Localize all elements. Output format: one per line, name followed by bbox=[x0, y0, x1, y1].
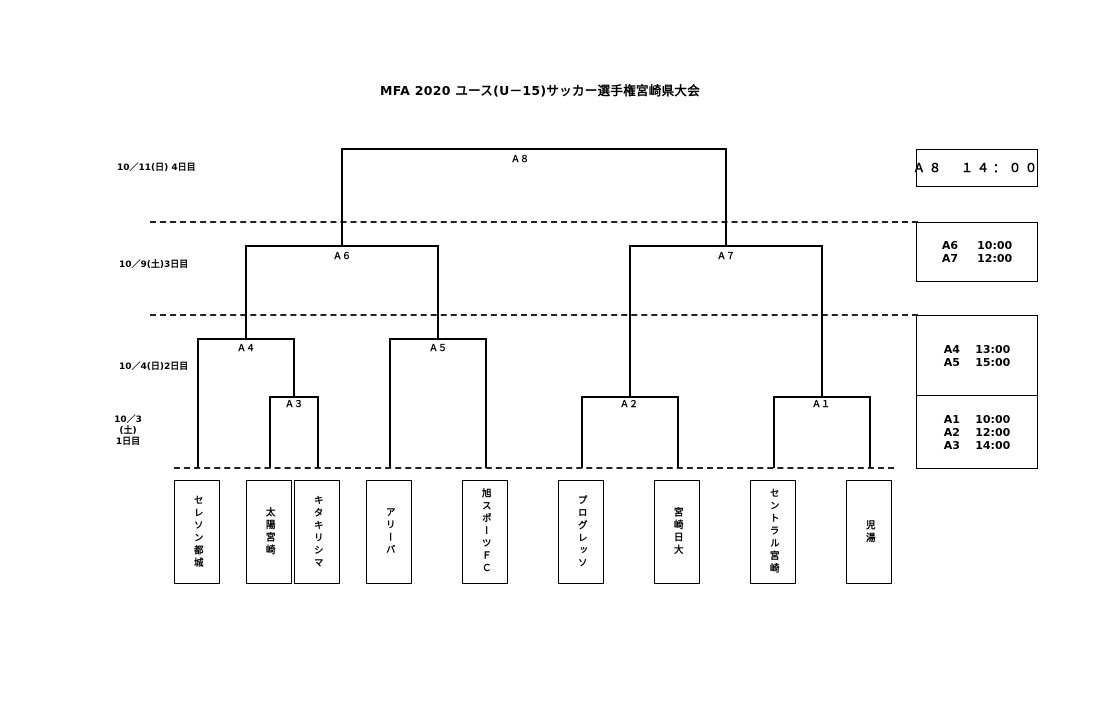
bracket-a7-left bbox=[629, 245, 631, 397]
team-box-3: キタキリシマ bbox=[294, 480, 340, 584]
bracket-a3-top bbox=[270, 396, 318, 398]
date-day1-line2: (土) bbox=[119, 426, 137, 436]
bracket-a8-top bbox=[342, 148, 726, 150]
bracket-a1-top bbox=[774, 396, 870, 398]
schedule-row: Ａ８ １４：００ bbox=[913, 160, 1042, 175]
team-box-4: アリーバ bbox=[366, 480, 412, 584]
schedule-row: A3 14:00 bbox=[943, 438, 1011, 452]
bracket-a1-left bbox=[773, 396, 775, 468]
bracket-a1-right bbox=[869, 396, 871, 468]
match-label-a5: Ａ５ bbox=[428, 344, 448, 354]
team-name: アリーバ bbox=[383, 507, 395, 557]
schedule-box-day3: A6 10:00 A7 12:00 bbox=[916, 222, 1038, 282]
match-label-a4: Ａ４ bbox=[236, 344, 256, 354]
team-name: 旭スポーツＦＣ bbox=[479, 488, 491, 576]
schedule-row: A5 15:00 bbox=[943, 355, 1011, 369]
team-name: セントラル宮崎 bbox=[767, 488, 779, 576]
bracket-a7-right bbox=[821, 245, 823, 397]
match-label-a1: Ａ１ bbox=[811, 400, 831, 410]
schedule-box-day1: A1 10:00 A2 12:00 A3 14:00 bbox=[916, 395, 1038, 469]
date-label-day1: 10／3 (土) 1日目 bbox=[113, 415, 143, 448]
schedule-row: A7 12:00 bbox=[941, 252, 1013, 265]
schedule-row: A4 13:00 bbox=[943, 342, 1011, 356]
date-label-day2: 10／4(日)2日目 bbox=[119, 362, 189, 372]
date-day1-line1: 10／3 bbox=[114, 415, 142, 425]
team-name: セレソン都城 bbox=[191, 494, 203, 570]
match-label-a8: Ａ８ bbox=[510, 155, 530, 165]
bracket-a5-left bbox=[389, 338, 391, 468]
bracket-a4-left bbox=[197, 338, 199, 468]
team-box-2: 太陽宮崎 bbox=[246, 480, 292, 584]
team-box-9: 児湯 bbox=[846, 480, 892, 584]
day-separator-3 bbox=[174, 467, 894, 469]
match-label-a2: Ａ２ bbox=[619, 400, 639, 410]
bracket-a5-top bbox=[390, 338, 486, 340]
bracket-a2-left bbox=[581, 396, 583, 468]
team-box-1: セレソン都城 bbox=[174, 480, 220, 584]
bracket-a6-right bbox=[437, 245, 439, 339]
bracket-a8-left bbox=[341, 148, 343, 246]
bracket-a2-right bbox=[677, 396, 679, 468]
match-label-a6: Ａ６ bbox=[332, 252, 352, 262]
page-title: MFA 2020 ユース(U－15)サッカー選手権宮崎県大会 bbox=[379, 83, 701, 98]
bracket-a5-right bbox=[485, 338, 487, 468]
date-label-day4: 10／11(日) 4日目 bbox=[117, 163, 196, 173]
schedule-row: A2 12:00 bbox=[943, 425, 1011, 439]
schedule-row: A1 10:00 bbox=[943, 412, 1011, 426]
team-box-8: セントラル宮崎 bbox=[750, 480, 796, 584]
schedule-row: A6 10:00 bbox=[941, 239, 1013, 252]
team-box-6: プログレッソ bbox=[558, 480, 604, 584]
date-day1-line3: 1日目 bbox=[115, 437, 141, 447]
day-separator-2 bbox=[150, 314, 918, 316]
bracket-a4-right bbox=[293, 338, 295, 397]
schedule-box-day4: Ａ８ １４：００ bbox=[913, 149, 1042, 187]
bracket-a2-top bbox=[582, 396, 678, 398]
team-name: 宮崎日大 bbox=[671, 507, 683, 557]
bracket-a6-top bbox=[246, 245, 438, 247]
team-box-7: 宮崎日大 bbox=[654, 480, 700, 584]
team-name: プログレッソ bbox=[575, 494, 587, 570]
match-label-a7: Ａ７ bbox=[716, 252, 736, 262]
match-label-a3: Ａ３ bbox=[284, 400, 304, 410]
bracket-a3-left bbox=[269, 396, 271, 468]
date-label-day3: 10／9(土)3日目 bbox=[119, 260, 189, 270]
team-name: 太陽宮崎 bbox=[263, 507, 275, 557]
bracket-a8-right bbox=[725, 148, 727, 246]
bracket-a3-right bbox=[317, 396, 319, 468]
day-separator-1 bbox=[150, 221, 918, 223]
bracket-a6-left bbox=[245, 245, 247, 339]
team-name: 児湯 bbox=[863, 519, 875, 545]
team-name: キタキリシマ bbox=[311, 494, 323, 570]
bracket-a7-top bbox=[630, 245, 822, 247]
schedule-box-day2: A4 13:00 A5 15:00 bbox=[916, 315, 1038, 396]
team-box-5: 旭スポーツＦＣ bbox=[462, 480, 508, 584]
bracket-a4-top bbox=[198, 338, 294, 340]
